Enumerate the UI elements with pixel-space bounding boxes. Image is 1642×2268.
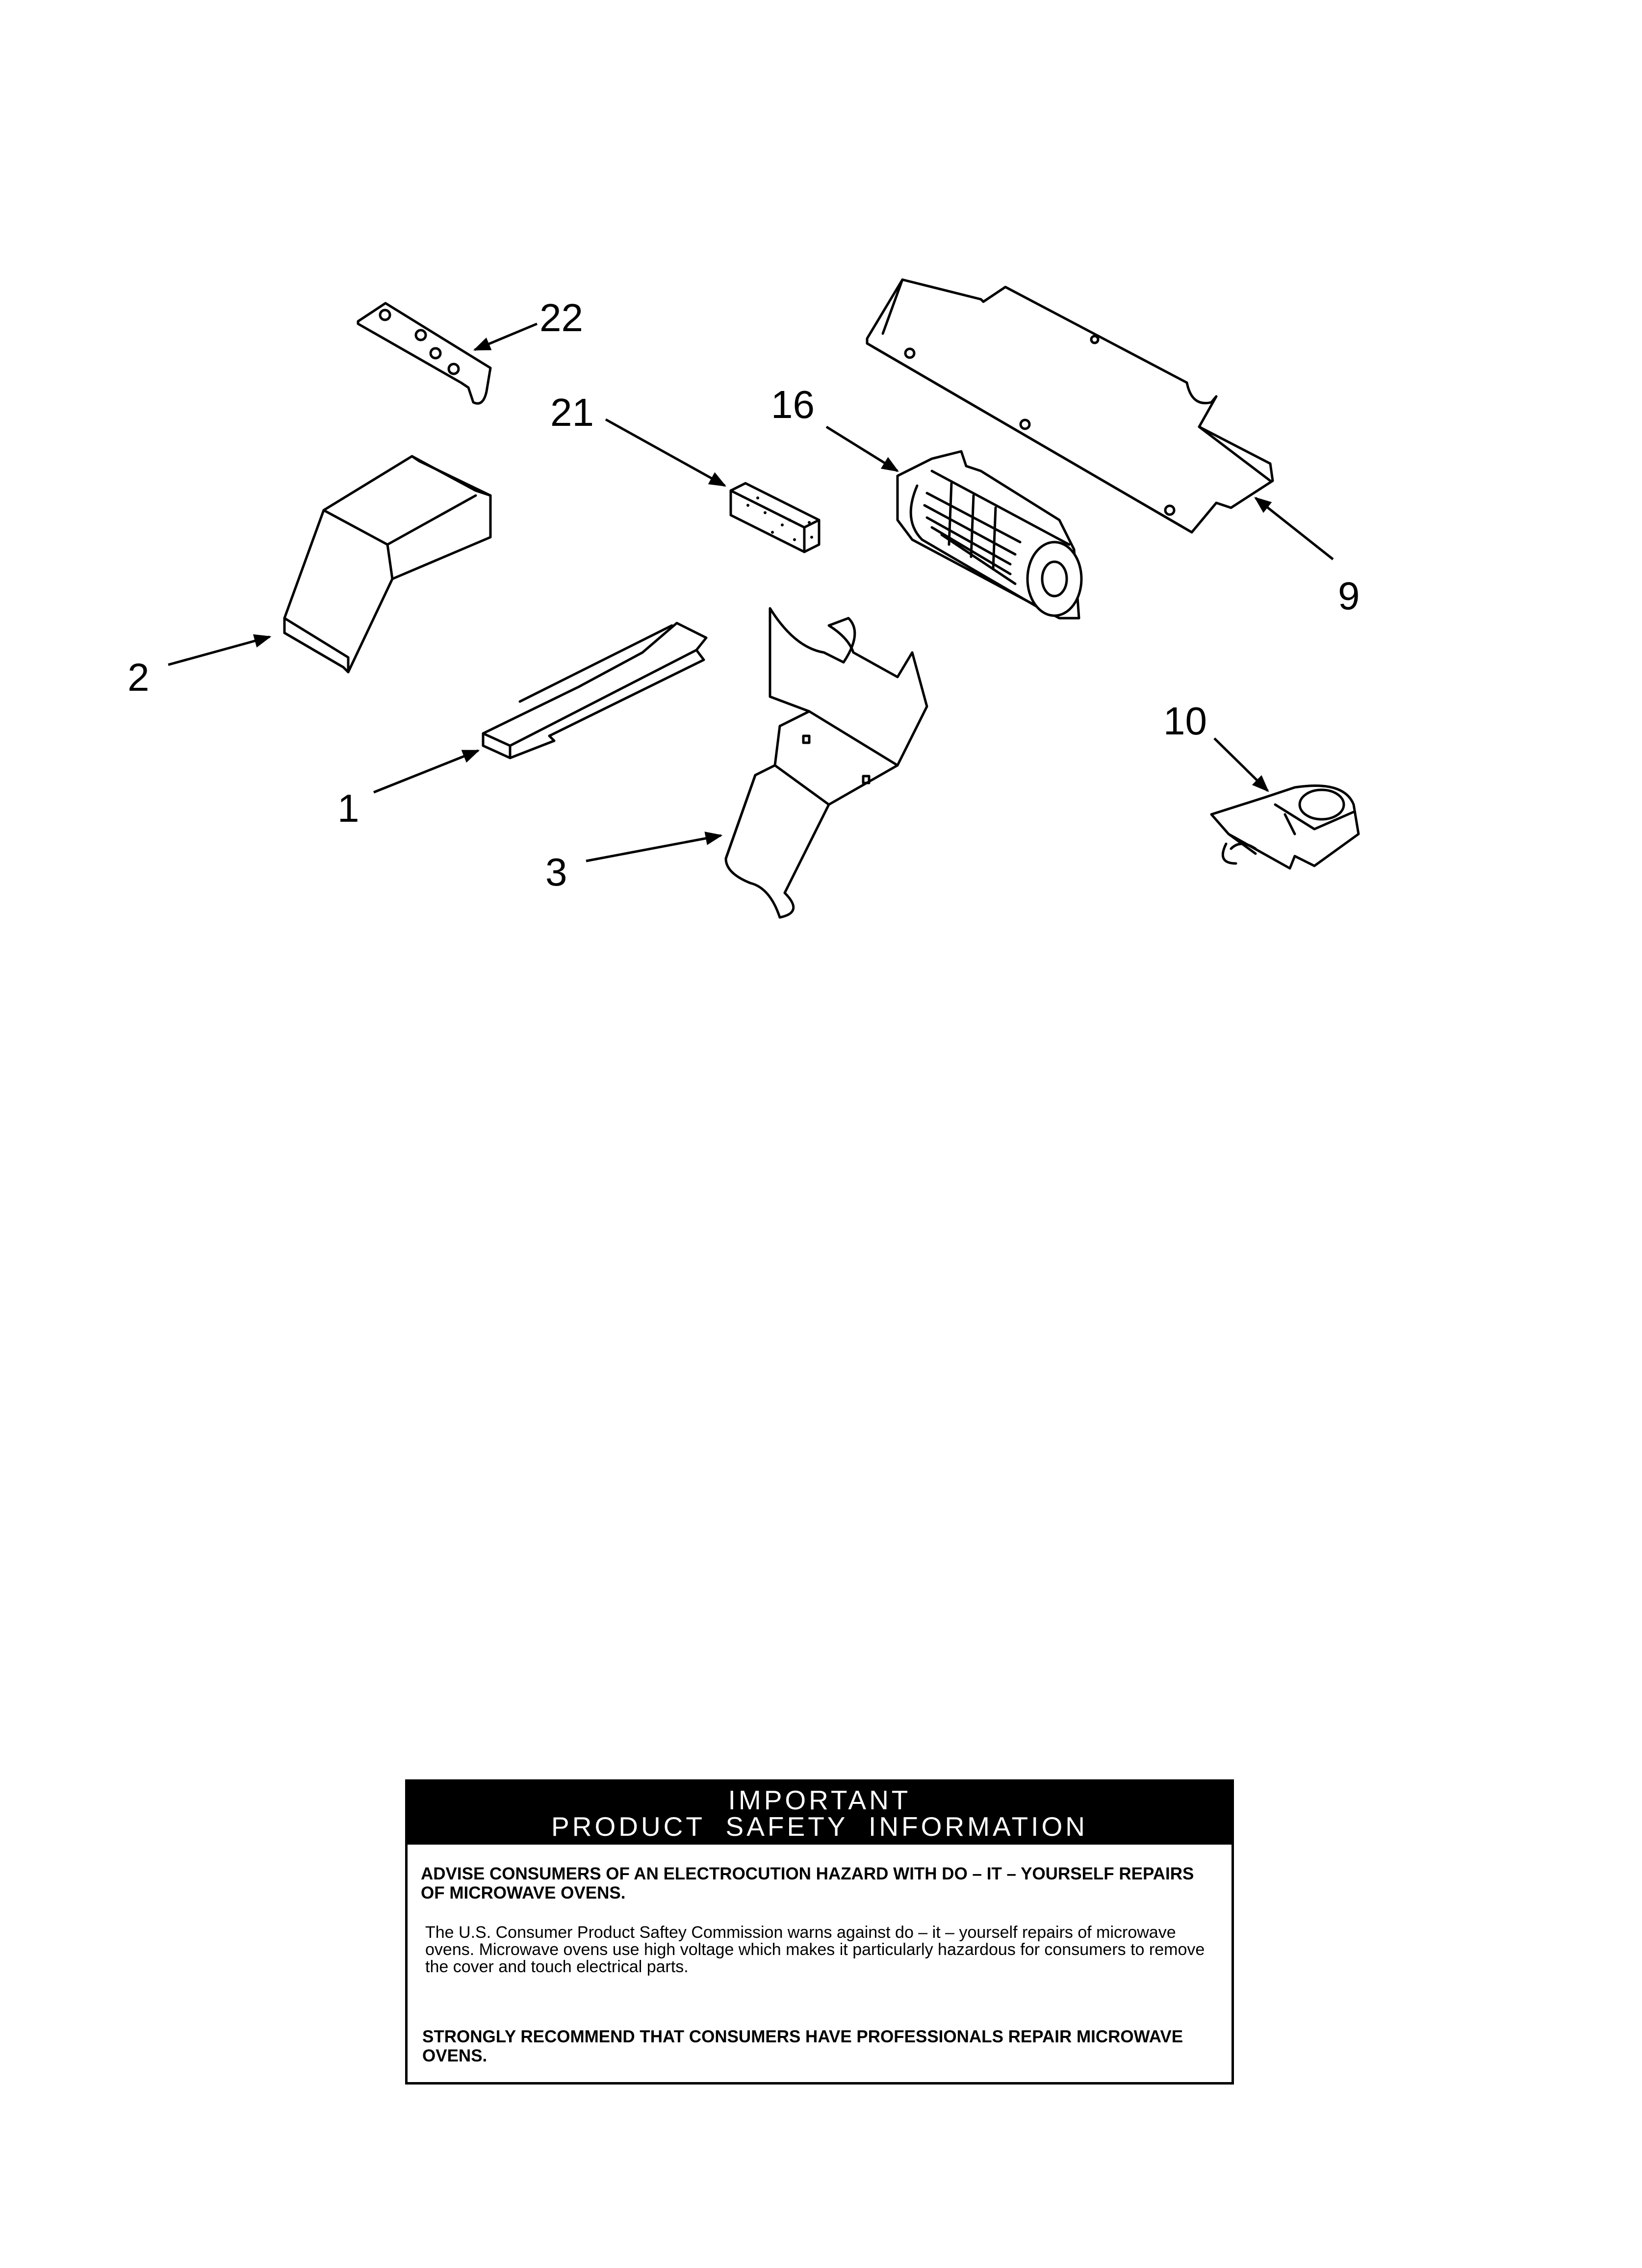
part-21-foam-block	[729, 482, 821, 553]
leader-10	[1213, 737, 1269, 792]
part-9-shield	[866, 278, 1274, 534]
parts-diagram: 22 21 16 9 2 1 10 3	[128, 278, 1360, 919]
callout-10: 10	[1163, 699, 1207, 743]
callout-22: 22	[539, 296, 583, 339]
leader-16	[825, 425, 899, 472]
callout-1: 1	[337, 786, 359, 830]
part-22-bracket	[357, 302, 492, 405]
leader-3	[586, 832, 723, 862]
safety-information-box: IMPORTANT PRODUCT SAFETY INFORMATION ADV…	[405, 1779, 1234, 2085]
part-3-bent-duct	[724, 607, 928, 919]
leader-1	[373, 749, 480, 794]
leader-9	[1254, 496, 1334, 560]
safety-header-line1: IMPORTANT	[728, 1785, 911, 1815]
part-10-switch-assembly	[1210, 784, 1360, 870]
leader-2	[168, 634, 272, 666]
safety-body: The U.S. Consumer Product Saftey Commiss…	[425, 1923, 1205, 1976]
callout-3: 3	[545, 850, 567, 894]
safety-header: IMPORTANT PRODUCT SAFETY INFORMATION	[408, 1782, 1232, 1845]
callout-16: 16	[771, 383, 815, 426]
leader-21	[605, 418, 727, 487]
leader-lines	[168, 322, 1334, 862]
safety-header-line2: PRODUCT SAFETY INFORMATION	[551, 1811, 1088, 1842]
part-16-blower-fan	[896, 450, 1083, 620]
safety-recommendation: STRONGLY RECOMMEND THAT CONSUMERS HAVE P…	[422, 2027, 1183, 2065]
part-1-channel	[482, 622, 708, 759]
part-2-duct-cover	[283, 455, 492, 674]
callout-21: 21	[550, 391, 594, 434]
callout-9: 9	[1338, 574, 1360, 618]
safety-warning: ADVISE CONSUMERS OF AN ELECTROCUTION HAZ…	[421, 1864, 1194, 1903]
callout-2: 2	[128, 655, 150, 699]
leader-22	[473, 322, 538, 351]
